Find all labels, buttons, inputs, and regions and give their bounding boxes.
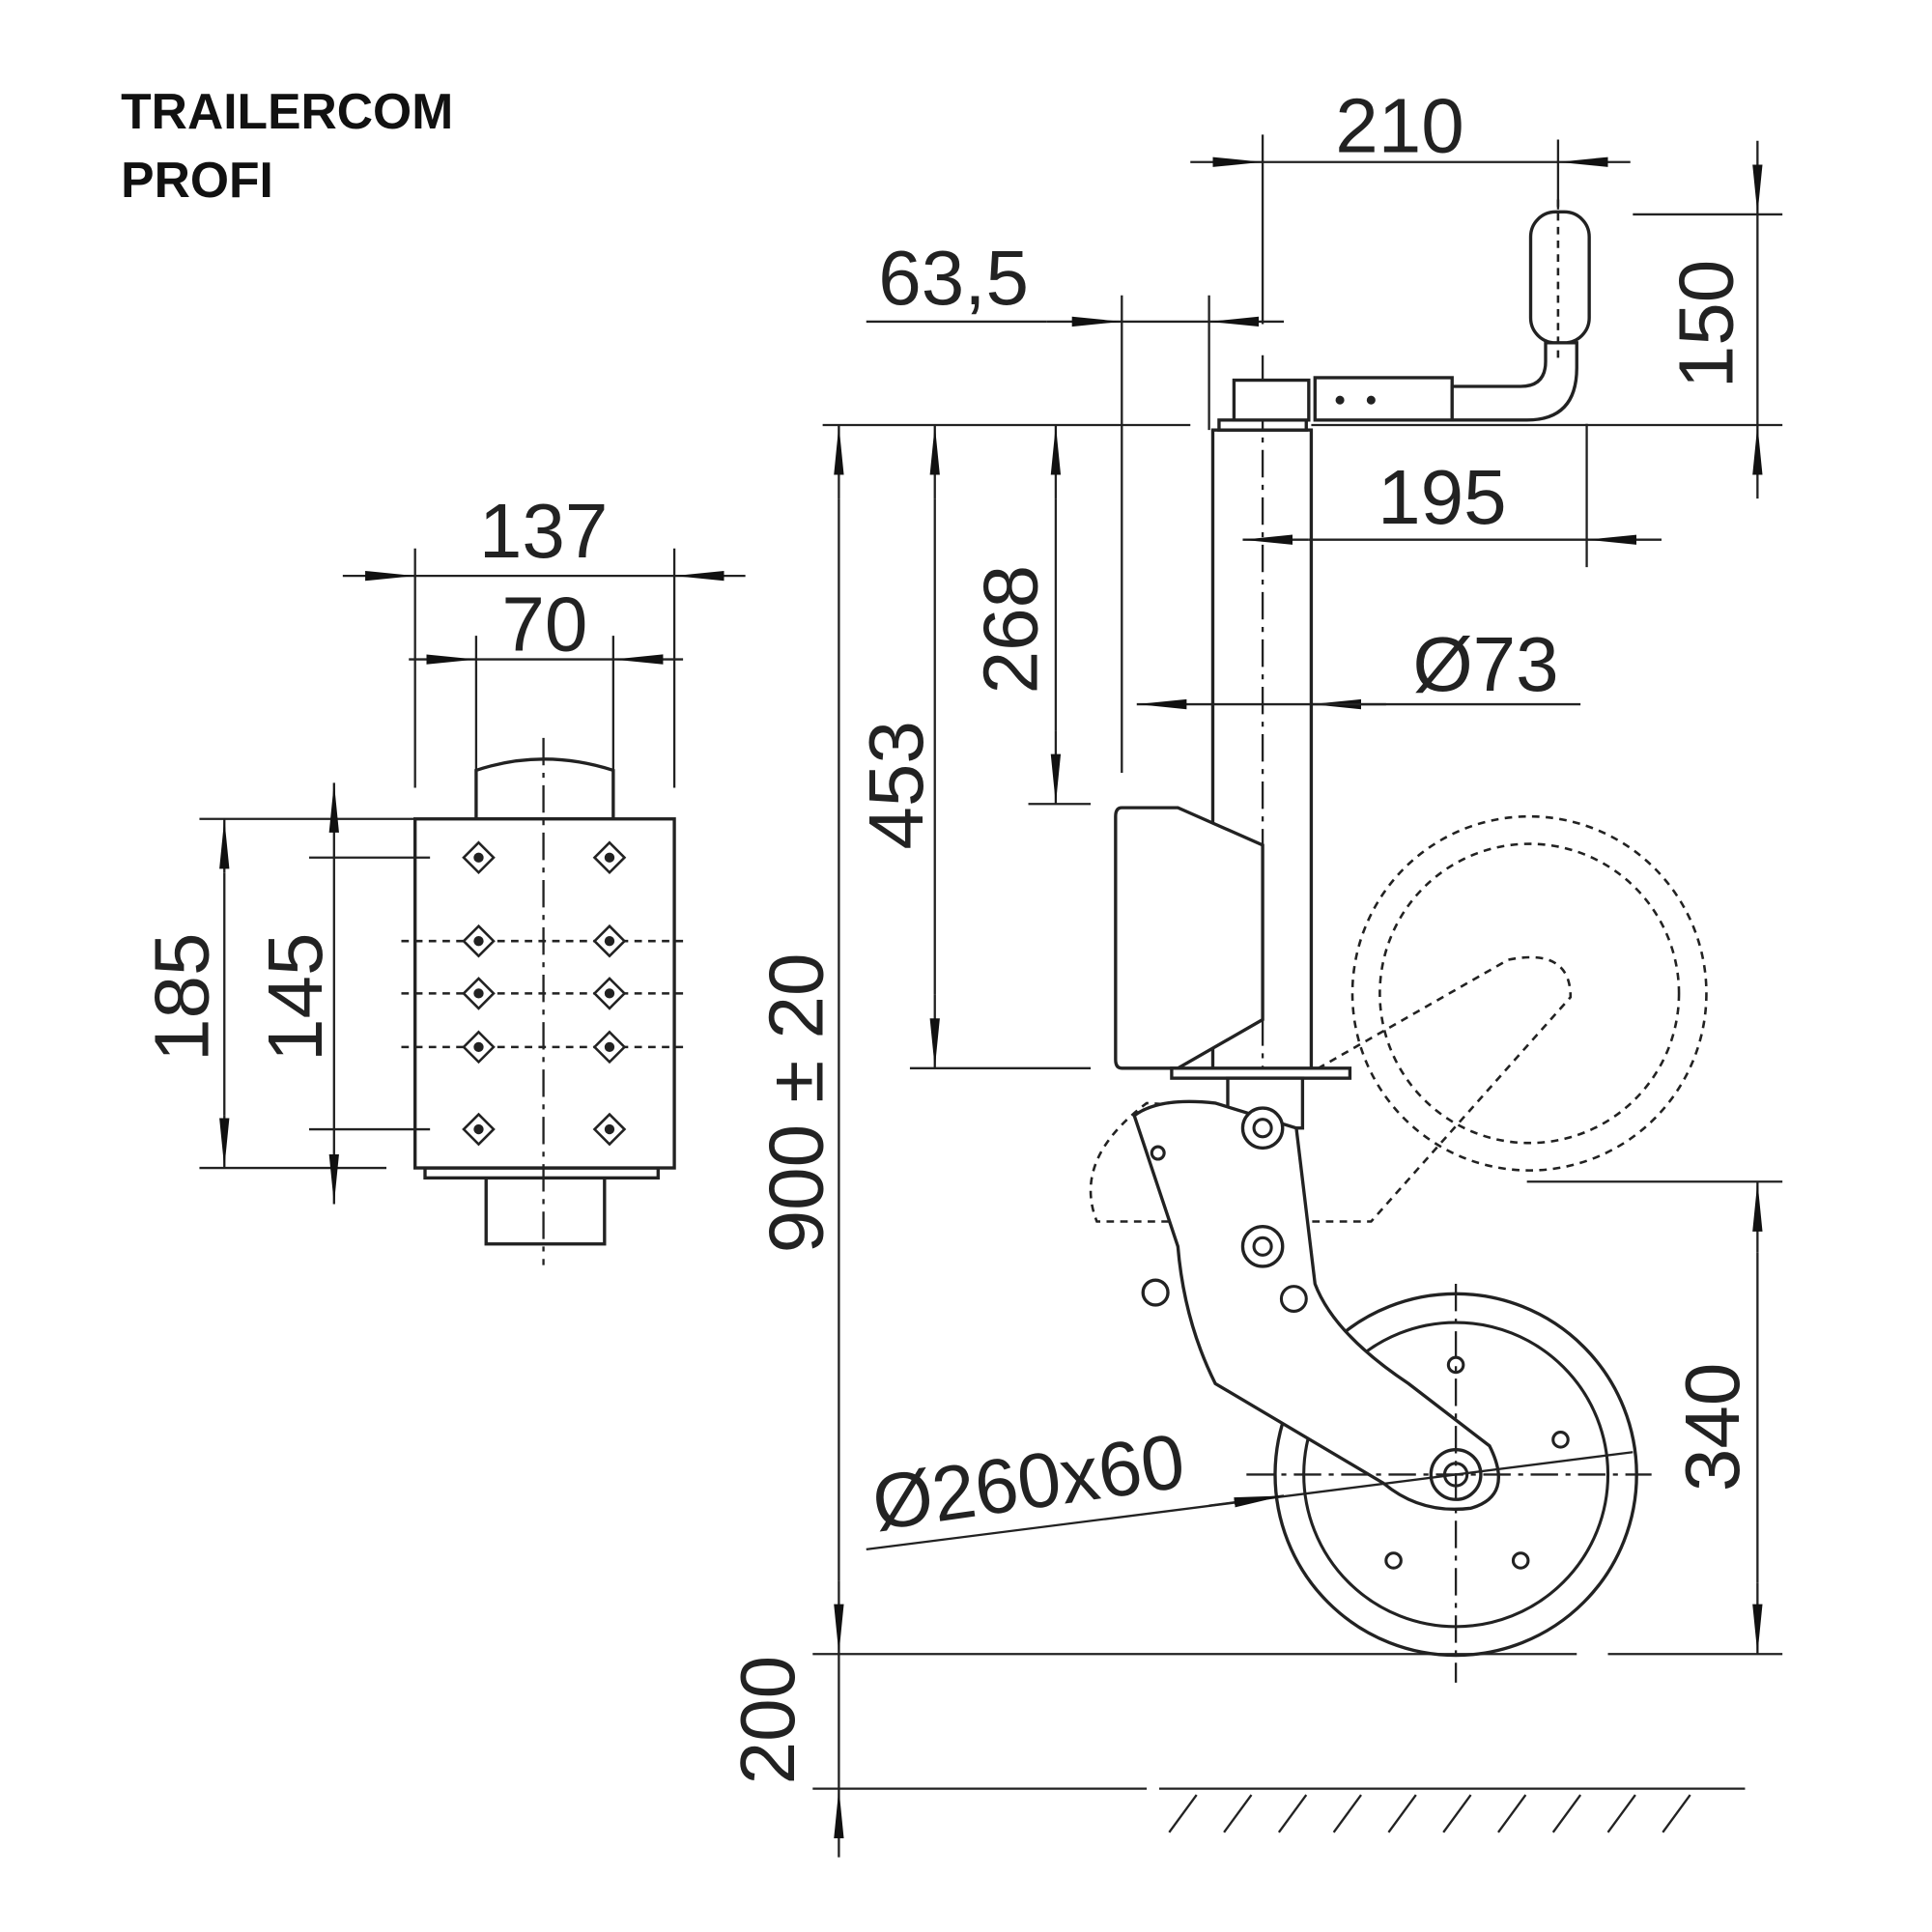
hatch-mark: [1223, 1794, 1253, 1833]
title-model: PROFI: [121, 152, 273, 208]
clamp-block: [1114, 806, 1264, 1070]
tube-stub-top: [474, 757, 615, 821]
dim-63-5: 63,5: [878, 235, 1029, 321]
dim-70: 70: [501, 582, 587, 668]
fork-arm: [1132, 1099, 1500, 1511]
bolt-hole: [592, 923, 627, 958]
retracted-fork: [1089, 955, 1573, 1223]
dim-wheel-size: Ø260x60: [867, 1417, 1190, 1546]
bolt-hole: [462, 977, 496, 1010]
crank-head: [1232, 378, 1311, 422]
dim-453: 453: [853, 721, 939, 849]
bolt-hole: [592, 840, 627, 875]
hatch-mark: [1168, 1794, 1198, 1833]
bolt-holes: [462, 840, 627, 1147]
retracted-wheel: [1350, 814, 1708, 1172]
hatch-mark: [1551, 1794, 1582, 1833]
dim-268: 268: [968, 565, 1054, 694]
dim-900: 900 ± 20: [753, 953, 839, 1254]
hatch-mark: [1606, 1794, 1636, 1833]
crank-arm: [1313, 376, 1454, 422]
clamp-plate-view: [401, 737, 689, 1265]
dim-145: 145: [252, 933, 338, 1062]
bolt-hole: [592, 977, 627, 1010]
hatch-mark: [1277, 1794, 1308, 1833]
hatch-mark: [1387, 1794, 1417, 1833]
jockey-wheel: [1089, 199, 1708, 1683]
hatch-mark: [1662, 1794, 1691, 1833]
bolt-hole: [592, 1112, 627, 1147]
hatch-mark: [1497, 1794, 1527, 1833]
bolt-hole: [462, 923, 496, 958]
dim-150: 150: [1663, 260, 1749, 388]
bolt-hole: [592, 1030, 627, 1065]
tube-stub-bottom: [484, 1176, 607, 1246]
hatch-mark: [1442, 1794, 1472, 1833]
bolt-hole: [462, 840, 496, 875]
hatch-mark: [1332, 1794, 1362, 1833]
dim-210: 210: [1335, 82, 1463, 168]
crank-grip: [1528, 210, 1591, 345]
bolt-hole: [462, 1030, 496, 1065]
ground-hatch: [1168, 1794, 1691, 1833]
bolt-hole: [462, 1112, 496, 1147]
dim-195: 195: [1378, 454, 1506, 540]
title-brand: TRAILERCOM: [121, 83, 453, 139]
dim-137: 137: [479, 488, 608, 574]
dim-340: 340: [1669, 1363, 1755, 1492]
dim-185: 185: [138, 933, 224, 1062]
dim-200: 200: [724, 1656, 810, 1784]
dim-tube-diameter: Ø73: [1412, 621, 1558, 707]
crank-bend: [1450, 341, 1578, 422]
